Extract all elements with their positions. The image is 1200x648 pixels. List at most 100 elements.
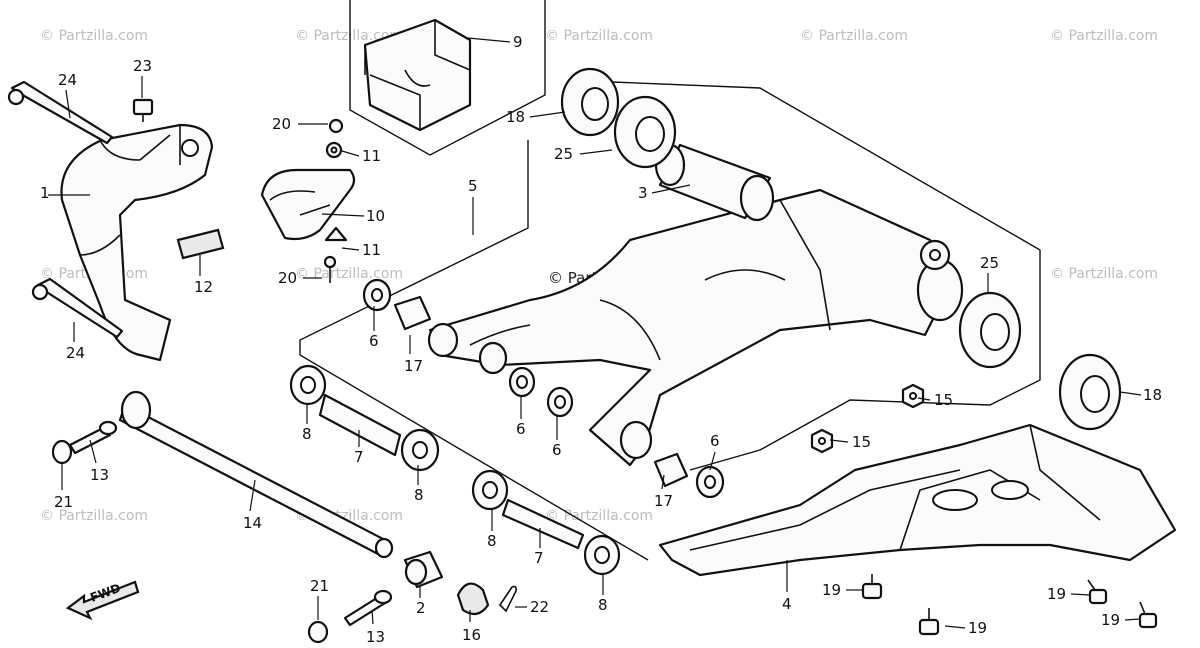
callout-6: 6	[369, 306, 379, 350]
callout-16: 16	[462, 610, 481, 644]
callout-15: 15	[917, 391, 953, 409]
callout-18: 18	[1119, 386, 1162, 404]
callout-20: 20	[278, 269, 322, 287]
callout-leader-line	[651, 184, 691, 194]
callout-number: 13	[366, 628, 385, 646]
callout-19: 19	[944, 619, 987, 637]
watermark: © Partzilla.com	[1050, 28, 1158, 44]
assembly-boundary	[299, 0, 1041, 561]
callout-number: 17	[404, 357, 423, 375]
callout-number: 5	[468, 177, 478, 195]
callout-22: 22	[515, 598, 549, 616]
callout-8: 8	[302, 405, 312, 443]
callout-number: 23	[133, 57, 152, 75]
callout-8: 8	[414, 465, 424, 504]
watermark: © Partzilla.com	[40, 28, 148, 44]
callout-number: 19	[1047, 585, 1066, 603]
callout-leader-line	[529, 111, 566, 118]
callout-number: 20	[278, 269, 297, 287]
part-14-pivot-shaft	[118, 390, 394, 559]
callout-number: 9	[513, 33, 523, 51]
callout-6: 6	[552, 415, 562, 459]
part-12-label	[176, 228, 225, 260]
callout-leader-line	[467, 37, 511, 43]
callout-number: 22	[530, 598, 549, 616]
callout-leader-line	[579, 149, 613, 155]
callout-number: 14	[243, 514, 262, 532]
part-19-bolts	[861, 574, 1158, 636]
callout-number: 15	[852, 433, 871, 451]
callout-number: 8	[487, 532, 497, 550]
watermark: © Partzilla.com	[40, 508, 148, 524]
part-9-chain-guard	[363, 18, 472, 132]
callout-24: 24	[58, 71, 77, 119]
callout-number: 8	[414, 486, 424, 504]
callout-number: 15	[934, 391, 953, 409]
callout-number: 6	[516, 420, 526, 438]
callout-number: 24	[66, 344, 85, 362]
callout-number: 7	[534, 549, 544, 567]
watermark: © Partzilla.com	[800, 28, 908, 44]
callout-number: 19	[968, 619, 987, 637]
callout-number: 21	[54, 493, 73, 511]
callout-number: 2	[416, 599, 426, 617]
part-3-sleeve	[654, 143, 775, 222]
boundary-right	[611, 81, 1041, 471]
callout-17: 17	[404, 335, 423, 375]
watermark: © Partzilla.com	[1050, 266, 1158, 282]
callout-number: 8	[598, 596, 608, 614]
callout-leader-line	[661, 474, 665, 490]
part-20-11-fasteners	[323, 118, 348, 283]
callout-7: 7	[534, 528, 544, 567]
callout-leader-line	[341, 150, 360, 157]
callout-21: 21	[310, 577, 329, 620]
callout-19: 19	[1101, 611, 1141, 629]
callout-14: 14	[243, 479, 262, 532]
callout-4: 4	[782, 560, 792, 613]
callout-number: 7	[354, 448, 364, 466]
callout-21: 21	[54, 462, 73, 511]
part-4-skid-plate	[658, 423, 1177, 577]
callout-17: 17	[654, 474, 673, 510]
callout-6: 6	[516, 395, 526, 438]
callout-number: 20	[272, 115, 291, 133]
callout-leader-line	[829, 439, 849, 443]
callout-25: 25	[554, 145, 613, 163]
callout-25: 25	[980, 254, 999, 292]
callout-13: 13	[366, 609, 385, 646]
callout-leader-line	[341, 247, 360, 251]
part-24-bolts	[7, 80, 124, 339]
part-1-pivot-bracket	[60, 123, 214, 362]
callout-6: 6	[709, 432, 720, 471]
callout-leader-line	[1070, 593, 1091, 596]
callout-19: 19	[822, 581, 862, 599]
callout-leader-line	[917, 397, 931, 401]
callout-8: 8	[487, 510, 497, 550]
watermark: © Partzilla.com	[545, 508, 653, 524]
callout-18: 18	[506, 108, 566, 126]
callout-13: 13	[89, 439, 109, 484]
callout-12: 12	[194, 255, 213, 296]
callout-20: 20	[272, 115, 328, 133]
callout-24: 24	[66, 322, 85, 362]
part-16-22-nut-pin	[456, 582, 517, 616]
callout-leader-line	[1124, 618, 1141, 621]
callout-11: 11	[341, 147, 381, 165]
callout-leader-line	[944, 625, 966, 629]
callout-number: 16	[462, 626, 481, 644]
callout-number: 18	[506, 108, 525, 126]
callout-number: 17	[654, 492, 673, 510]
callout-15: 15	[829, 433, 871, 451]
callout-5: 5	[468, 177, 478, 235]
callout-2: 2	[416, 585, 426, 617]
callout-9: 9	[467, 33, 523, 51]
callout-number: 4	[782, 595, 792, 613]
callout-number: 25	[980, 254, 999, 272]
part-23-bolt	[132, 98, 154, 122]
callout-number: 12	[194, 278, 213, 296]
callout-7: 7	[354, 430, 364, 466]
callout-8: 8	[598, 575, 608, 614]
